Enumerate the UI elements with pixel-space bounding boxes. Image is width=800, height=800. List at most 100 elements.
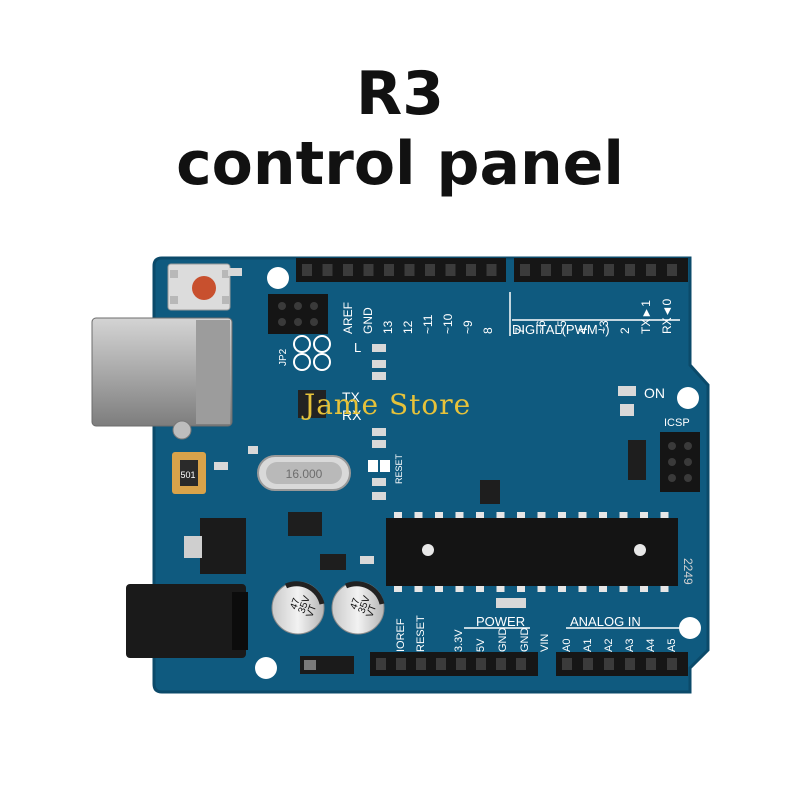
pin-label: TX►1 [639,300,653,334]
smd-transistor [628,440,646,480]
pin-label: ~11 [421,314,435,334]
mount-hole [679,617,701,639]
pin-label: ~10 [441,313,455,334]
icsp-header [660,432,700,492]
header-hole [541,264,551,276]
analog-header [556,652,688,676]
pin-label: IOREF [395,618,407,652]
header-hole [416,658,426,670]
pin-label: ~9 [461,320,475,334]
header-hole [583,658,593,670]
header-hole [625,264,635,276]
chip-code: 2249 [681,558,695,585]
chip-pin [578,584,587,592]
chip-pin [455,512,464,520]
chip-pin [394,584,402,592]
smd-chip [288,512,322,536]
chip-pin [476,584,484,592]
led-on-label: ON [644,385,665,401]
crystal-label: 16.000 [286,467,323,481]
chip-pin [414,584,423,592]
jp2-header [268,294,328,334]
power-label: POWER [476,614,525,629]
header-hole [322,264,333,276]
header-hole [516,658,526,670]
title-line-2: control panel [176,129,624,199]
chip-pin [599,584,607,592]
header-hole [646,658,656,670]
voltage-regulator [200,518,246,574]
mount-hole [267,267,289,289]
smd-transistor [480,480,500,504]
pin-label: 4 [576,327,590,334]
usb-chip [298,390,326,418]
header-hole [445,264,456,276]
pin-label: ~5 [555,320,569,334]
pin-label: 5V [475,638,487,652]
digital-label: DIGITAL(PWM~) [512,322,610,337]
chip-pin [619,584,628,592]
header-hole [384,264,394,276]
pin-label: 2 [618,327,632,334]
title-line-1: R3 [356,59,444,129]
fuse-code: 501 [180,470,195,480]
capacitor-1: 47 35V VT [271,581,325,635]
chip-pin [640,512,648,520]
chip-pin [455,584,464,592]
pin-label: ~6 [534,320,548,334]
header-hole [520,264,530,276]
mount-hole [677,387,699,409]
chip-pin [558,512,566,520]
pin-label: A2 [603,639,615,652]
chip-pin [619,512,628,520]
header-hole [466,264,476,276]
pin-label: A5 [666,639,678,652]
cap-text: 47 [348,596,362,611]
pin-label: AREF [341,302,355,334]
analog-label: ANALOG IN [570,614,641,629]
header-hole [425,264,435,276]
header-hole [646,264,656,276]
microcontroller-chip [386,518,678,586]
chip-pin [394,512,402,520]
mount-hole [255,657,277,679]
pin-label: RESET [415,615,427,652]
smd-transistor [320,554,346,570]
header-hole [456,658,466,670]
jp2-label: JP2 [278,348,289,366]
watermark: Jame Store [304,388,472,421]
dip-socket-pins [394,512,669,592]
pin-label: GND [497,628,509,653]
header-hole [404,264,415,276]
chip-pin [435,512,443,520]
header-hole [583,264,593,276]
header-hole [625,658,635,670]
chip-pin [599,512,607,520]
chip-pin [537,512,546,520]
pin-label: RX◄0 [660,298,674,334]
header-hole [496,658,506,670]
chip-pin [517,512,525,520]
reset-label: RESET [394,453,404,484]
cap-text: 47 [288,596,302,611]
chip-pin [496,584,505,592]
header-hole [476,658,486,670]
pin-label: ~3 [597,320,611,334]
pin-label: A3 [624,639,636,652]
chip-pin [558,584,566,592]
cap-text: VT [364,603,379,619]
reset-button [192,276,216,300]
header-hole [604,264,614,276]
cap-text: VT [304,603,319,619]
pin-label: A4 [645,639,657,652]
pin-label: 8 [481,327,495,334]
chip-pin [435,584,443,592]
pin-label: A0 [561,639,573,652]
pin-label: 12 [401,320,415,334]
header-hole [667,658,677,670]
header-hole [604,658,614,670]
led-rx-label: RX [342,407,362,423]
chip-pin [537,584,546,592]
header-hole [436,658,446,670]
